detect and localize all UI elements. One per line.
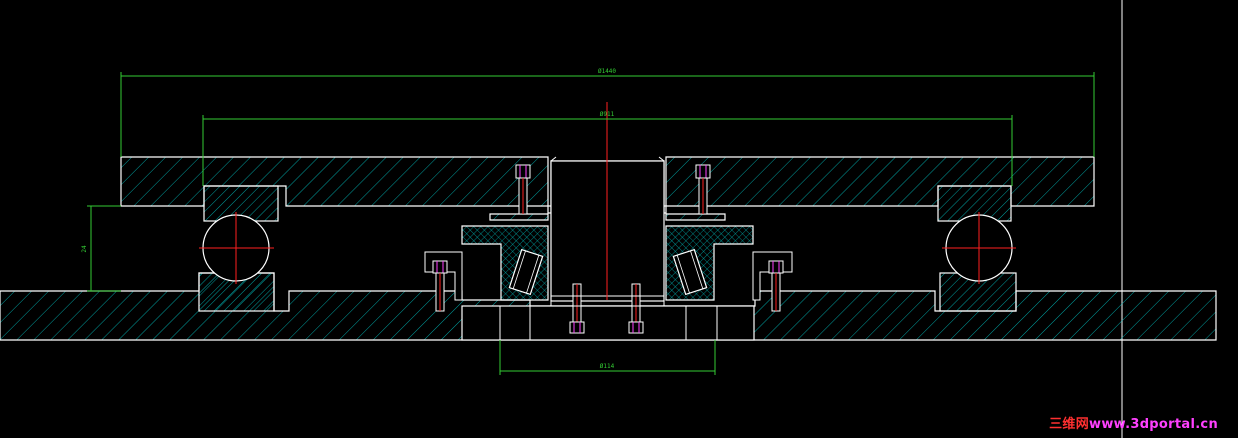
bolts — [432, 164, 784, 334]
bottom-base — [461, 305, 755, 341]
bearing-balls — [199, 212, 1016, 284]
tapered-rollers — [508, 248, 708, 296]
dimension-lines — [87, 72, 1095, 375]
dim-height: 24 — [81, 245, 88, 253]
dim-bottom-width: Ø114 — [600, 363, 615, 370]
dim-bearing-span: Ø911 — [600, 111, 615, 118]
watermark-site: www.3dportal.cn — [1089, 417, 1218, 432]
watermark-prefix: 三维网 — [1049, 417, 1090, 432]
dimension-labels: Ø1440 Ø911 Ø114 24 — [81, 68, 616, 370]
dim-outer-width: Ø1440 — [598, 68, 616, 75]
site-watermark: 三维网www.3dportal.cn — [1049, 413, 1218, 432]
top-races — [203, 185, 1012, 222]
